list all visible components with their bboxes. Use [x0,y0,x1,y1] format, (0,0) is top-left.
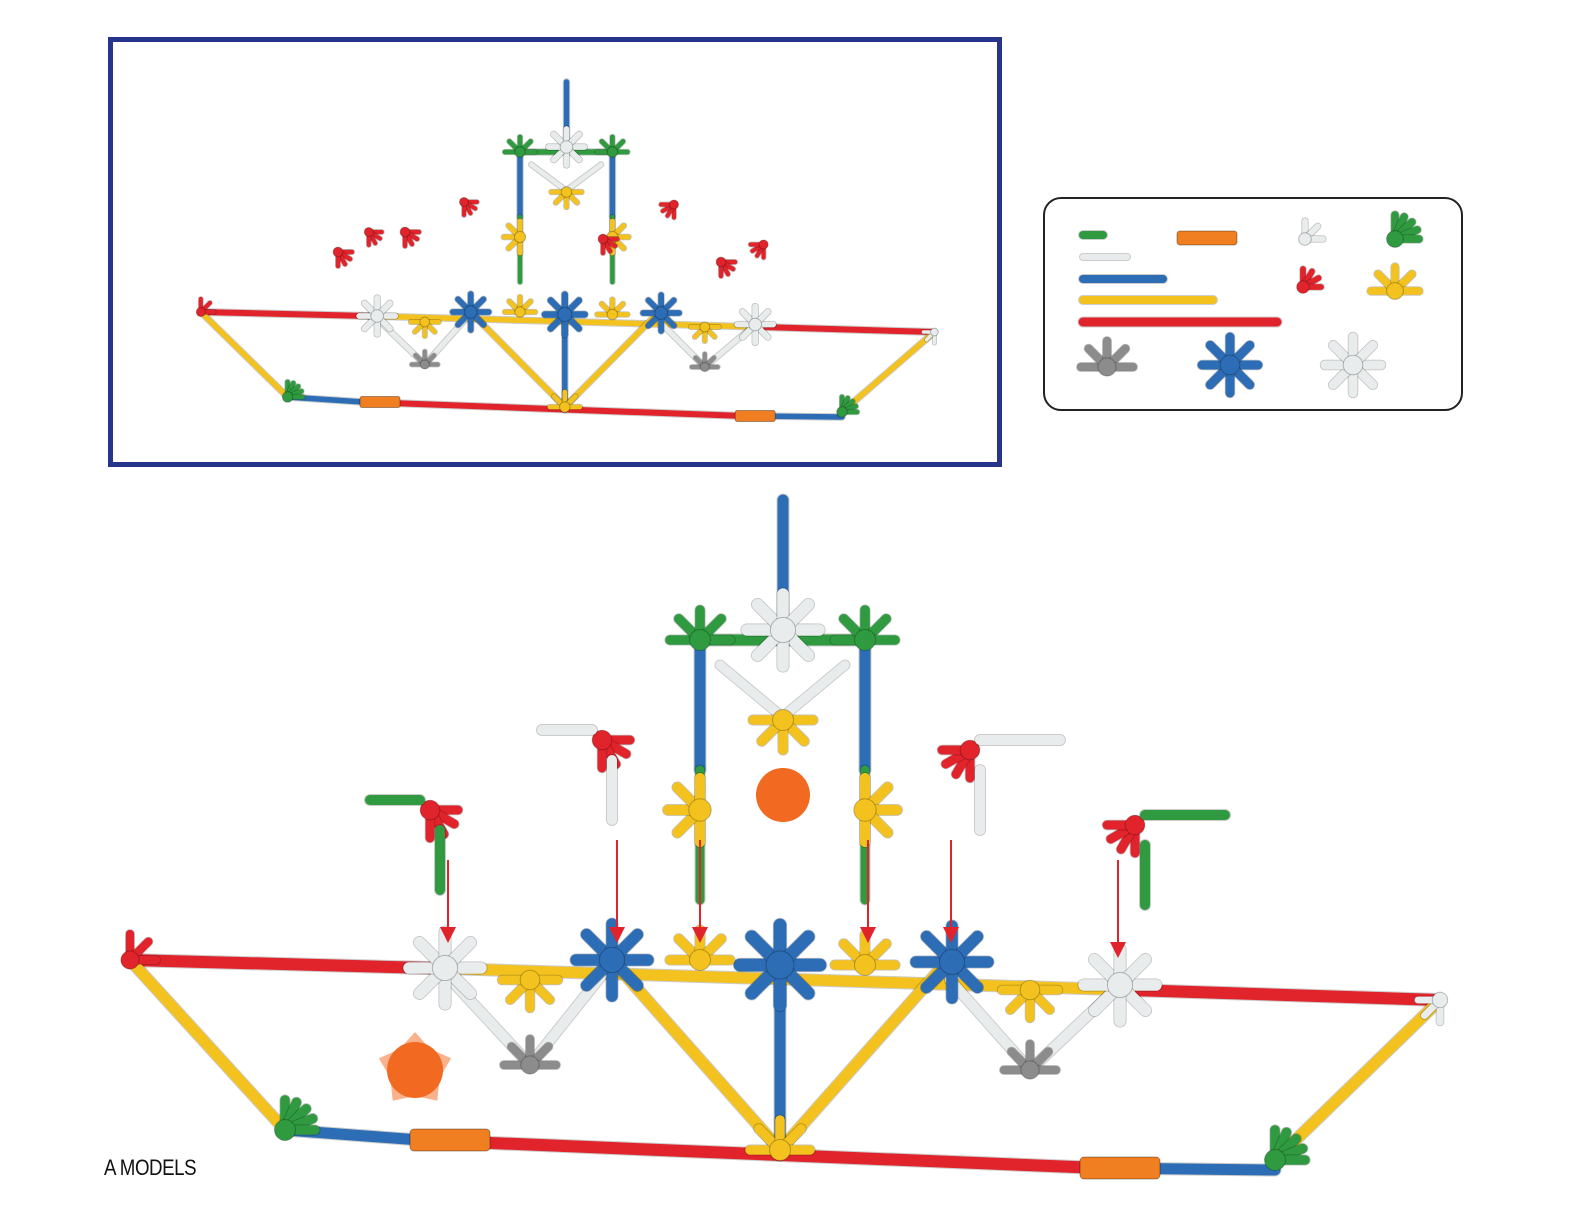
parts-legend [1043,197,1463,411]
blue-hub-2 [643,295,679,331]
hull-stern-rod [842,332,934,412]
bow-red-connector [121,934,156,969]
deck-yellow-connector-4 [691,322,719,341]
orange-connector-2 [1080,1157,1160,1179]
orange-connector-1 [410,1129,490,1151]
deck-yellow-connector-2 [835,935,895,976]
tower-white-strut-left [720,665,780,715]
stern-green-connector [837,397,857,417]
deck-yellow-connector-3 [411,317,439,336]
hull-top-rod-right [761,327,935,332]
stern-gray-connector [1418,992,1448,1022]
assembly-step-art [0,480,1584,1200]
bow-green-connector [282,382,302,402]
tower-white-hub [548,129,584,165]
deck-yellow-connector-3 [502,970,558,1008]
footer-label: A MODELS [104,1155,196,1181]
blue-hub-1 [453,294,489,330]
loose-part-4 [1107,815,1225,905]
step-star-marker [379,1032,451,1101]
parts-legend-art [1045,199,1461,409]
hull-bow-rod [201,312,288,397]
red-corner-connector-1 [364,227,382,245]
gray-connector-left [504,1039,556,1074]
white-hub-left [359,298,395,334]
keel-yellow-connector [750,1120,810,1161]
white-hub-right [1084,949,1156,1021]
bow-red-connector [196,299,214,317]
preview-red-connector-4 [716,257,735,276]
tower-white-hub [747,594,819,666]
bow-green-connector [275,1100,316,1141]
blue-hub-2 [916,926,988,998]
red-corner-connector-2 [459,197,477,215]
tower-side-yellow-right [854,778,897,842]
deck-yellow-connector-2 [597,300,627,320]
keel-yellow-connector [550,392,580,412]
white-connector [1325,337,1381,393]
red-corner-connector-4 [751,240,769,258]
hull-top-rod-right [1130,990,1440,1000]
loose-part-1 [370,800,458,890]
loose-part-2 [542,730,630,820]
white-hub-left [409,932,481,1004]
gray-connector-right [1004,1044,1056,1079]
tower-white-strut-right [568,165,602,190]
step-circle-marker [756,768,810,822]
hull-top-rod-left [201,312,369,316]
tower-yellow-connector [753,710,813,751]
tower-green-connector-right [597,137,627,157]
dark-gray-connector [1081,341,1133,376]
stern-green-connector [1265,1130,1306,1171]
blue-connector [1202,337,1258,393]
tower-side-yellow-left [504,221,526,253]
preview-model [113,42,997,462]
tower-green-connector-right [835,610,895,651]
red-corner-connector-3 [661,200,679,218]
tower-yellow-connector [551,187,581,207]
tower-green-connector-left [670,610,730,651]
keel-red-rod-right [780,1155,1100,1168]
orange-connector-2 [735,411,775,422]
blue-hub-1 [576,924,648,996]
yellow-connector [1371,267,1419,299]
white-hub-right [737,307,773,343]
preview-red-connector-2 [400,227,419,246]
tower-white-strut-right [785,665,845,715]
preview-frame [108,37,1002,467]
keel-red-rod-right [565,410,744,417]
orange-connector-1 [360,397,400,408]
green-connector [1387,215,1419,247]
preview-red-connector-1 [333,247,352,266]
deck-yellow-connector-1 [670,930,730,971]
orange-connector [1177,231,1237,245]
tower-green-connector-left [505,137,535,157]
hull-top-rod-left [130,960,430,968]
deck-yellow-connector-1 [505,297,535,317]
tower-side-yellow-left [668,778,711,842]
deck-yellow-connector-4 [1002,980,1058,1018]
red-connector [1297,269,1321,293]
loose-part-3 [942,740,1060,830]
blue-hub-center [740,925,820,1005]
assembly-step [0,480,1584,1200]
hull-bow-rod [130,960,285,1130]
blue-hub-center [545,295,585,335]
light-gray-connector [1299,221,1323,245]
tower-white-strut-left [531,165,565,190]
